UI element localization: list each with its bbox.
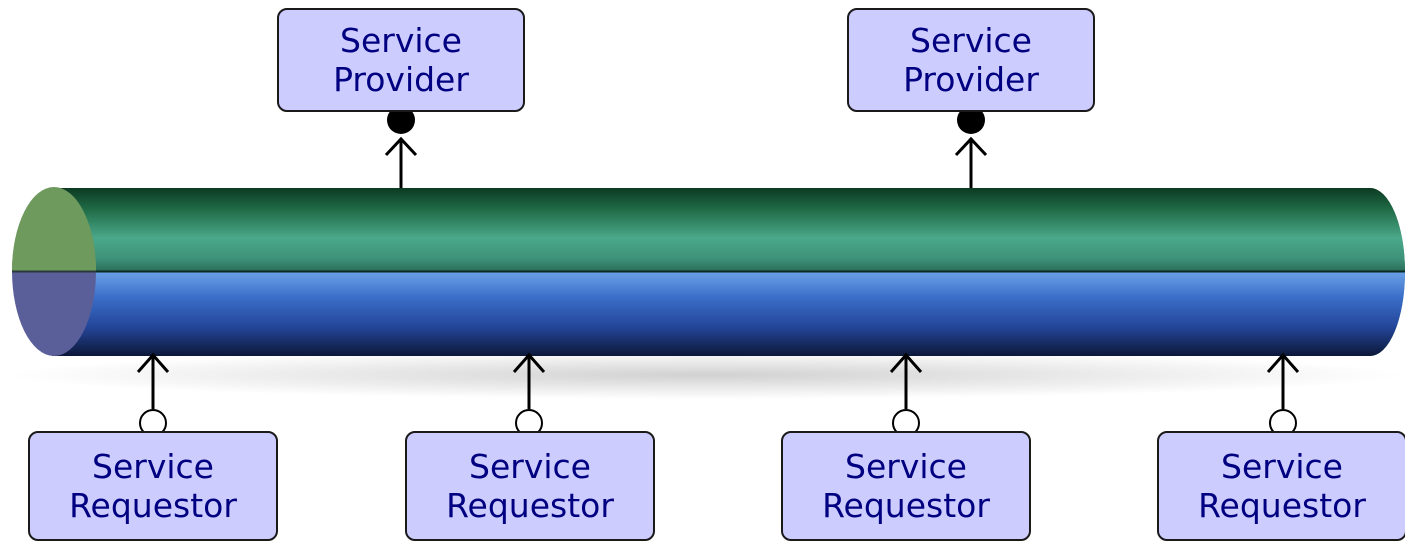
provider-2-arrowhead: [954, 136, 988, 157]
provider-1-line1: Service: [340, 21, 462, 60]
bus-shadow: [5, 351, 1405, 399]
bus-end-cap-bottom: [12, 271, 96, 356]
requestor-2-line1: Service: [469, 447, 591, 486]
requestor-1-arrowhead: [136, 352, 170, 373]
requestor-connector-3: [889, 352, 923, 437]
service-requestor-box-4: Service Requestor: [1157, 431, 1405, 541]
service-bus: [12, 187, 1405, 356]
provider-connector-2: [954, 106, 988, 188]
requestor-3-line2: Requestor: [822, 486, 990, 525]
service-requestor-box-2: Service Requestor: [405, 431, 655, 541]
service-requestor-box-1: Service Requestor: [28, 431, 278, 541]
requestor-3-line1: Service: [845, 447, 967, 486]
provider-connector-1: [384, 106, 418, 188]
requestor-3-arrowhead: [889, 352, 923, 373]
requestor-2-arrowhead: [512, 352, 546, 373]
requestor-4-line1: Service: [1221, 447, 1343, 486]
requestor-4-line2: Requestor: [1198, 486, 1366, 525]
requestor-connector-2: [512, 352, 546, 437]
bus-bottom-half: [52, 272, 1405, 356]
requestor-connector-4: [1266, 352, 1300, 437]
provider-1-line2: Provider: [333, 60, 469, 99]
provider-2-line2: Provider: [903, 60, 1039, 99]
provider-2-line1: Service: [910, 21, 1032, 60]
provider-2-filled-lollipop: [957, 106, 985, 134]
provider-1-arrowhead: [384, 136, 418, 157]
requestor-1-line2: Requestor: [69, 486, 237, 525]
requestor-4-arrowhead: [1266, 352, 1300, 373]
service-provider-box-2: Service Provider: [847, 8, 1095, 112]
bus-end-cap-top-fill: [12, 188, 96, 271]
requestor-1-line1: Service: [92, 447, 214, 486]
bus-top-half: [52, 187, 1405, 271]
provider-1-filled-lollipop: [387, 106, 415, 134]
service-provider-box-1: Service Provider: [277, 8, 525, 112]
requestor-2-line2: Requestor: [446, 486, 614, 525]
service-requestor-box-3: Service Requestor: [781, 431, 1031, 541]
requestor-connector-1: [136, 352, 170, 437]
